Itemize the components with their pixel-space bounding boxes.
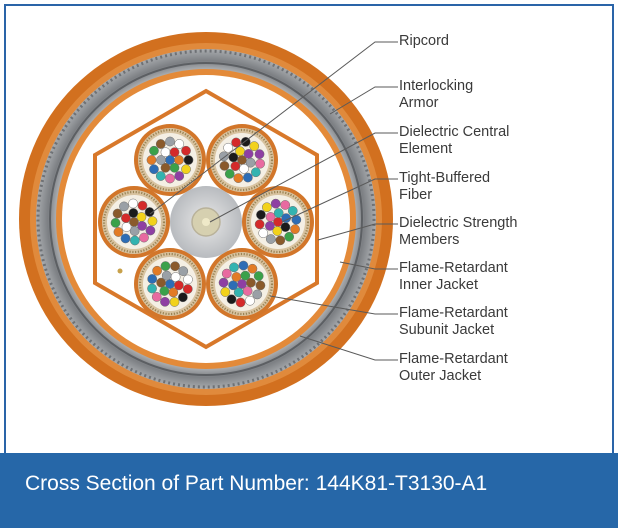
label-flame-retardant-outer-jacket: Flame-Retardant Outer Jacket — [399, 351, 508, 384]
subunit — [242, 186, 314, 258]
leader-line — [149, 41, 398, 215]
label-dielectric-central-element: Dielectric Central Element — [399, 124, 510, 157]
label-flame-retardant-inner-jacket: Flame-Retardant Inner Jacket — [399, 260, 508, 293]
label-tight-buffered-fiber: Tight-Buffered Fiber — [399, 170, 491, 203]
label-ripcord: Ripcord — [399, 33, 449, 49]
leader-line — [317, 223, 398, 241]
subunit — [134, 124, 206, 196]
subunit — [206, 248, 278, 320]
subunit — [134, 248, 206, 320]
label-interlocking-armor: Interlocking Armor — [399, 78, 474, 111]
leader-line — [269, 295, 398, 315]
leader-line — [299, 335, 398, 361]
leader-line — [281, 178, 398, 223]
subunit-group — [98, 124, 314, 320]
leader-line — [209, 132, 398, 223]
figure-caption: Cross Section of Part Number: 144K81-T31… — [25, 472, 488, 495]
caption-bar — [0, 453, 618, 528]
subunit — [206, 124, 278, 196]
label-flame-retardant-subunit-jacket: Flame-Retardant Subunit Jacket — [399, 305, 508, 338]
leader-line — [329, 86, 398, 115]
label-dielectric-strength-members: Dielectric Strength Members — [399, 215, 518, 248]
leader-lines — [149, 41, 398, 361]
leader-line — [339, 261, 398, 270]
subunit — [98, 186, 170, 258]
